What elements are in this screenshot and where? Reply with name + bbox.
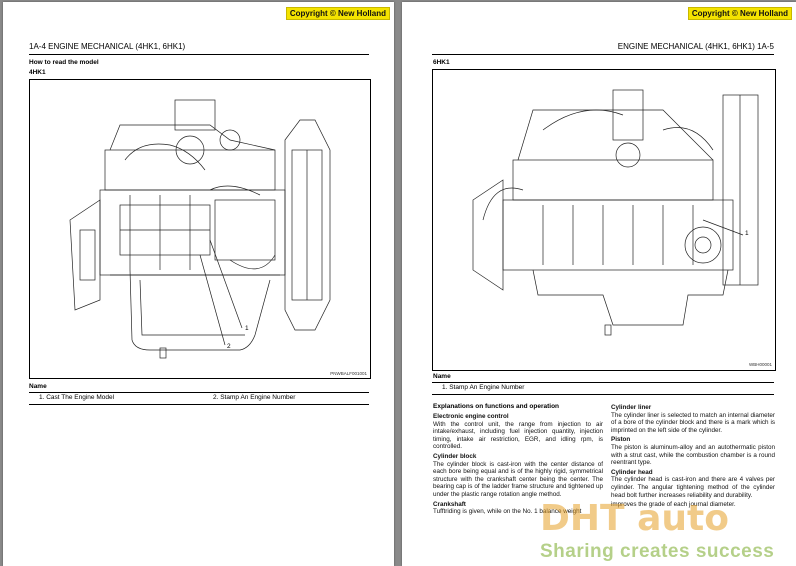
model-label: 6HK1 <box>433 59 450 66</box>
name-item-1: 1. Cast The Engine Model <box>39 394 115 401</box>
page-header: ENGINE MECHANICAL (4HK1, 6HK1) 1A-5 <box>617 42 774 51</box>
copyright-badge: Copyright © New Holland <box>285 7 390 20</box>
engine-figure-4hk1: PNWBALF001001 1 2 <box>29 79 371 379</box>
page-header: 1A-4 ENGINE MECHANICAL (4HK1, 6HK1) <box>29 42 186 51</box>
header-rule <box>29 54 369 55</box>
name-rule-bottom <box>29 404 369 405</box>
name-rule-top <box>432 382 774 383</box>
right-column: Cylinder liner The cylinder liner is sel… <box>611 402 775 509</box>
engine-drawing <box>472 89 759 336</box>
text-cylinder-head: The cylinder head is cast-iron and there… <box>611 476 775 499</box>
text-cylinder-liner: The cylinder liner is selected to match … <box>611 411 775 434</box>
text-piston: The piston is aluminum-alloy and an auto… <box>611 443 775 467</box>
left-page: Copyright © New Holland 1A-4 ENGINE MECH… <box>3 2 394 566</box>
watermark-tagline: Sharing creates success <box>540 541 775 562</box>
name-item-2: 2. Stamp An Engine Number <box>213 394 296 401</box>
heading-cylinder-block: Cylinder block <box>433 452 477 460</box>
heading-piston: Piston <box>611 436 631 444</box>
left-column: Electronic engine control With the contr… <box>433 411 603 516</box>
right-page: Copyright © New Holland ENGINE MECHANICA… <box>402 2 796 566</box>
name-item-1: 1. Stamp An Engine Number <box>442 384 525 391</box>
watermark-logo: DHT auto <box>540 498 729 539</box>
figure-id: PNWBALF001001 <box>330 371 367 376</box>
header-rule <box>432 54 774 55</box>
text-electronic-control: With the control unit, the range from in… <box>433 420 603 451</box>
heading-cylinder-liner: Cylinder liner <box>611 404 652 411</box>
name-rule-bottom <box>432 394 774 395</box>
engine-figure-6hk1: WBH00001 1 <box>432 69 776 371</box>
text-cylinder-block: The cylinder block is cast-iron with the… <box>433 460 603 498</box>
section-title: How to read the model <box>29 59 99 66</box>
name-label: Name <box>433 373 451 380</box>
model-label: 4HK1 <box>29 69 46 76</box>
heading-cylinder-head: Cylinder head <box>611 468 653 476</box>
callout-1: 1 <box>745 230 749 237</box>
callout-1: 1 <box>245 325 249 332</box>
engine-drawing <box>69 99 331 359</box>
text-crankshaft: Tufftriding is given, while on the No. 1… <box>433 508 582 516</box>
heading-electronic-control: Electronic engine control <box>433 413 509 420</box>
heading-crankshaft: Crankshaft <box>433 500 466 508</box>
figure-id: WBH00001 <box>748 362 772 367</box>
explanations-title: Explanations on functions and operation <box>433 403 560 410</box>
text-continued: improves the grade of each journal diame… <box>611 501 736 509</box>
callout-2: 2 <box>227 343 231 350</box>
copyright-badge: Copyright © New Holland <box>687 7 792 20</box>
name-label: Name <box>29 383 47 390</box>
name-rule-top <box>29 392 369 393</box>
